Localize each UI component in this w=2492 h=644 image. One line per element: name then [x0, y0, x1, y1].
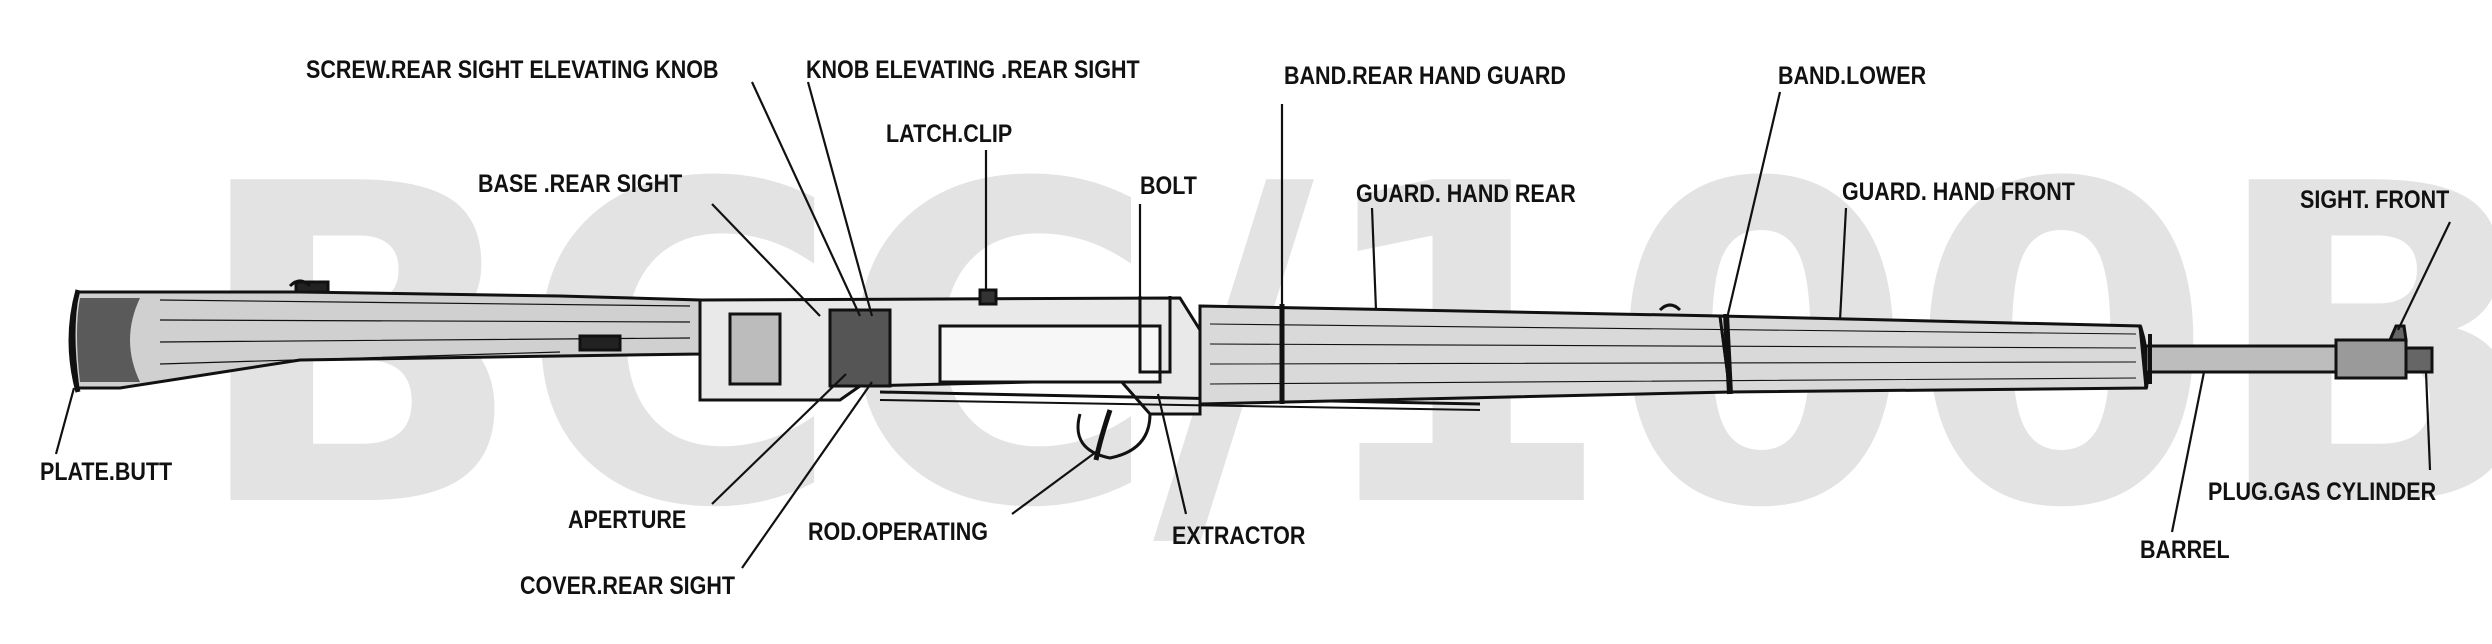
- label-band-lower: BAND.LOWER: [1778, 62, 1927, 90]
- stock-shading: [77, 298, 140, 382]
- stock-grain-lines: [159, 299, 691, 365]
- lower-band-line: [1723, 313, 1733, 395]
- leader-plug-gas-cylinder: [2424, 371, 2432, 471]
- leader-knob-elevating-rear-sight: [806, 81, 874, 317]
- receiver-window: [938, 324, 1162, 384]
- leader-rod-operating: [1011, 451, 1097, 515]
- leader-cover-rear-sight: [741, 381, 873, 569]
- leader-plate-butt: [54, 387, 76, 455]
- gas-cylinder: [2334, 338, 2408, 380]
- label-guard-hand-front: GUARD. HAND FRONT: [1842, 178, 2075, 206]
- hand-guard-lines: [1209, 323, 2137, 385]
- label-barrel: BARREL: [2140, 536, 2230, 564]
- rear-sight-assembly: [828, 308, 892, 388]
- label-band-rear-hand-guard: BAND.REAR HAND GUARD: [1284, 62, 1566, 90]
- label-guard-hand-rear: GUARD. HAND REAR: [1356, 180, 1576, 208]
- rifle-drawing: [68, 279, 2434, 461]
- leader-base-rear-sight: [711, 203, 821, 317]
- operating-rod-lower: [879, 399, 1481, 411]
- label-extractor: EXTRACTOR: [1172, 522, 1306, 550]
- rear-sight-base: [728, 312, 782, 386]
- label-screw-rear-sight-elevating-knob: SCREW.REAR SIGHT ELEVATING KNOB: [306, 56, 719, 84]
- label-bolt: BOLT: [1140, 172, 1197, 200]
- label-sight-front: SIGHT. FRONT: [2300, 186, 2450, 214]
- barrel-tube: [2144, 344, 2348, 374]
- label-plug-gas-cylinder: PLUG.GAS CYLINDER: [2208, 478, 2437, 506]
- stock-slot-upper: [294, 280, 330, 294]
- rear-swivel: [288, 279, 312, 288]
- front-sight-post: [2387, 324, 2408, 342]
- leader-screw-rear-sight-elevating-knob: [751, 81, 861, 317]
- leader-band-lower: [1726, 91, 1782, 315]
- gas-cylinder-plug: [2404, 346, 2434, 374]
- trigger-guard: [1076, 413, 1152, 460]
- bolt-shape: [1138, 296, 1172, 374]
- label-base-rear-sight: BASE .REAR SIGHT: [478, 170, 683, 198]
- leader-guard-hand-rear: [1370, 207, 1378, 311]
- leader-extractor: [1156, 393, 1188, 515]
- label-aperture: APERTURE: [568, 506, 687, 534]
- stock-slot: [578, 334, 622, 352]
- clip-latch: [978, 288, 998, 306]
- label-latch-clip: LATCH.CLIP: [886, 120, 1013, 148]
- leader-lines: [54, 81, 2451, 569]
- label-cover-rear-sight: COVER.REAR SIGHT: [520, 572, 736, 600]
- leader-guard-hand-front: [1838, 207, 1848, 321]
- label-knob-elevating-rear-sight: KNOB ELEVATING .REAR SIGHT: [806, 56, 1140, 84]
- leader-sight-front: [2397, 221, 2451, 331]
- operating-rod: [879, 390, 1481, 406]
- butt-plate-shape: [68, 289, 81, 393]
- sling-swivel: [1658, 303, 1682, 312]
- leader-barrel: [2170, 371, 2206, 533]
- label-rod-operating: ROD.OPERATING: [808, 518, 988, 546]
- leader-aperture: [711, 373, 847, 505]
- trigger: [1093, 409, 1113, 461]
- label-plate-butt: PLATE.BUTT: [40, 458, 173, 486]
